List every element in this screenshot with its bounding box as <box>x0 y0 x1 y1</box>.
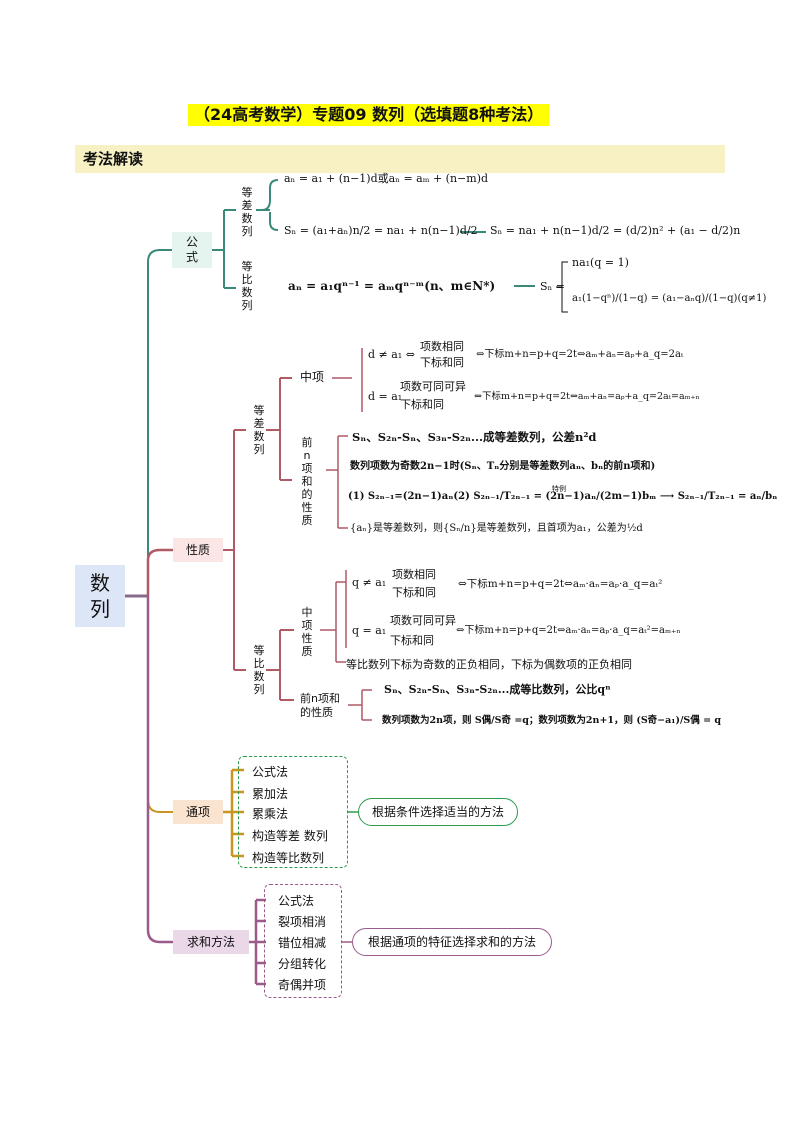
general-method-1: 公式法 <box>252 765 289 779</box>
sum-property-label: 前 n 项 和 的 性 质 <box>301 436 313 527</box>
d-ne-condition: d ≠ a₁ ⇔ <box>368 348 415 361</box>
sum-method-4: 分组转化 <box>278 957 327 971</box>
geo-sum-prop-1: Sₙ、S₂ₙ-Sₙ、S₃ₙ-S₂ₙ...成等比数列，公比qⁿ <box>384 683 611 696</box>
geo-sum-label: 前n项和 的性质 <box>300 692 340 719</box>
arith-sum-formula: Sₙ = (a₁+aₙ)n/2 = na₁ + n(n−1)d/2 <box>284 224 478 237</box>
arith-sum-prop-2: 数列项数为奇数2n−1时(Sₙ、Tₙ分别是等差数列aₙ、bₙ的前n项和) <box>350 461 656 472</box>
summation-note: 根据通项的特征选择求和的方法 <box>352 928 552 956</box>
d-eq-cond-b: 下标和同 <box>400 398 444 411</box>
geo-sum-prop-2: 数列项数为2n项，则 S偶/S奇 =q；数列项数为2n+1，则 (S奇−a₁)/… <box>382 715 721 726</box>
sum-method-1: 公式法 <box>278 894 315 908</box>
general-method-4: 构造等差 数列 <box>252 829 328 843</box>
geo-sum-case-1: na₁(q = 1) <box>572 256 629 269</box>
arith-general-term: aₙ = a₁ + (n−1)d或aₙ = aₘ + (n−m)d <box>284 172 489 185</box>
general-methods-box <box>238 756 348 868</box>
arith-sum-prop-4: {aₙ}是等差数列，则{Sₙ/n}是等差数列，且首项为a₁，公差为½d <box>350 523 643 534</box>
general-method-2: 累加法 <box>252 787 289 801</box>
q-ne-result: ⇔下标m+n=p+q=2t⇔aₘ·aₙ=aₚ·a_q=aₜ² <box>458 578 663 590</box>
general-note: 根据条件选择适当的方法 <box>358 798 518 826</box>
sum-method-2: 裂项相消 <box>278 915 327 929</box>
geo-sum-case-2: a₁(1−qⁿ)/(1−q) = (a₁−aₙq)/(1−q)(q≠1) <box>572 293 767 304</box>
d-eq-condition: d = a₁ <box>368 390 403 403</box>
d-eq-result: ⇔下标m+n=p+q=2t⇔aₘ+aₙ=aₚ+a_q=2aₜ=aₘ₊ₙ <box>474 391 700 402</box>
q-eq-cond-b: 下标和同 <box>390 634 434 647</box>
sum-method-3: 错位相减 <box>278 936 327 950</box>
properties-node: 性质 <box>173 538 223 562</box>
arith-sum-formula-2: Sₙ = na₁ + n(n−1)d/2 = (d/2)n² + (a₁ − d… <box>490 224 741 237</box>
q-ne-cond-b: 下标和同 <box>392 586 436 599</box>
summation-node: 求和方法 <box>173 930 249 954</box>
section-label: 考法解读 <box>83 150 144 168</box>
properties-geo-label: 等 比 数 列 <box>253 644 265 696</box>
page-title: （24高考数学）专题09 数列（选填题8种考法） <box>188 104 550 126</box>
geo-sum-prefix: Sₙ = <box>540 280 566 293</box>
geo-sign-note: 等比数列下标为奇数的正负相同，下标为偶数项的正负相同 <box>346 658 632 671</box>
middle-term-label: 中项 <box>300 370 325 384</box>
summation-methods-box <box>264 884 342 998</box>
geo-general-term: aₙ = a₁qⁿ⁻¹ = aₘqⁿ⁻ᵐ(n、m∈N*) <box>288 279 496 293</box>
formulas-node: 公 式 <box>172 232 212 268</box>
general-term-node: 通项 <box>173 800 223 824</box>
section-header: 考法解读 <box>75 145 725 173</box>
formulas-geo-label: 等 比 数 列 <box>241 260 253 312</box>
d-ne-cond-a: 项数相同 <box>420 340 464 353</box>
d-eq-cond-a: 项数可同可异 <box>400 380 466 393</box>
special-case-label: 特例 <box>552 485 566 493</box>
geo-middle-label: 中 项 性 质 <box>301 606 313 658</box>
arith-sum-prop-3: (1) S₂ₙ₋₁=(2n−1)aₙ(2) S₂ₙ₋₁/T₂ₙ₋₁ = (2n−… <box>348 491 778 502</box>
q-ne-cond-a: 项数相同 <box>392 568 436 581</box>
d-ne-result: ⇔下标m+n=p+q=2t⇔aₘ+aₙ=aₚ+a_q=2aₜ <box>476 349 684 360</box>
q-eq-condition: q = a₁ <box>352 624 387 637</box>
q-eq-result: ⇔下标m+n=p+q=2t⇔aₘ·aₙ=aₚ·a_q=aₜ²=aₘ₊ₙ <box>456 625 681 636</box>
general-method-3: 累乘法 <box>252 807 289 821</box>
formulas-arith-label: 等 差 数 列 <box>241 186 253 238</box>
q-eq-cond-a: 项数可同可异 <box>390 614 456 627</box>
q-ne-condition: q ≠ a₁ <box>352 576 387 589</box>
sum-method-5: 奇偶并项 <box>278 978 327 992</box>
properties-arith-label: 等 差 数 列 <box>253 404 265 456</box>
general-method-5: 构造等比数列 <box>252 851 325 865</box>
d-ne-cond-b: 下标和同 <box>420 356 464 369</box>
root-node: 数 列 <box>75 565 125 627</box>
arith-sum-prop-1: Sₙ、S₂ₙ-Sₙ、S₃ₙ-S₂ₙ...成等差数列，公差n²d <box>352 430 597 444</box>
